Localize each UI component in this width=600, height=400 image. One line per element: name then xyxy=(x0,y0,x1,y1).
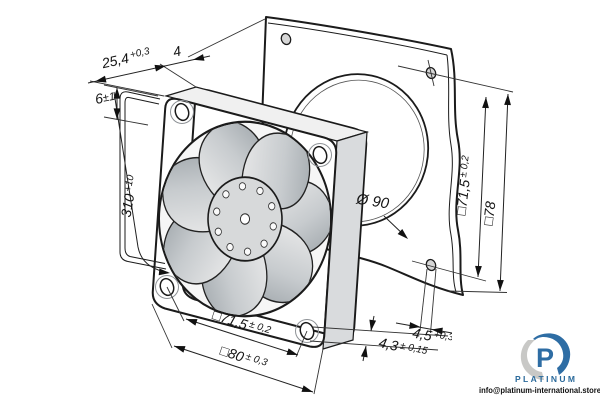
dim-depth-value: 25,4 xyxy=(99,50,130,72)
lead-wire xyxy=(119,91,167,270)
plate-body xyxy=(261,16,464,296)
ext-line xyxy=(411,260,487,282)
dim-arrow xyxy=(113,108,121,120)
dim-hole-pitch-plate-value: □71,5 xyxy=(452,178,472,216)
ext-line xyxy=(447,290,508,293)
ext-line xyxy=(397,65,514,93)
hub-rivet-hole xyxy=(226,243,234,252)
dim-lead-exit-label: 6±1 xyxy=(94,88,116,107)
ext-line xyxy=(313,348,324,395)
dim-arrow xyxy=(496,279,504,292)
dim-arrow xyxy=(192,54,205,64)
dim-lead-exit-tol: ±1 xyxy=(102,91,116,105)
hub-rivet-hole xyxy=(243,247,252,256)
ext-line xyxy=(151,303,173,349)
dim-plate-hole-dia-value: 4,5 xyxy=(411,325,433,344)
dim-hole-pitch-plate-tol: ± 0,2 xyxy=(458,154,472,178)
ext-line xyxy=(312,326,449,337)
dim-flange-offset-label: 4 xyxy=(171,42,182,59)
ext-line xyxy=(430,268,437,334)
dim-arrow xyxy=(360,345,370,358)
logo-swirl-blue xyxy=(533,333,571,375)
plate-hole-bottom-right xyxy=(425,258,437,272)
corner-pad xyxy=(170,100,194,124)
ext-line xyxy=(419,268,428,332)
logo-swirl-gray xyxy=(520,340,544,380)
watermark: P PLATINUM info@platinum-international.s… xyxy=(452,296,600,400)
dim-line-hole-pitch-front xyxy=(185,318,299,356)
plate-hole-top-left xyxy=(280,32,292,46)
hub-rivet-hole xyxy=(256,186,264,195)
watermark-email: info@platinum-international.store xyxy=(479,385,600,395)
dim-arrow xyxy=(504,93,512,106)
dim-lead-length-tol: +10 xyxy=(123,174,137,193)
dim-hole-pitch-plate-label: □71,5± 0,2 xyxy=(452,154,475,216)
dim-arrow xyxy=(367,319,377,332)
dim-lead-exit-value: 6 xyxy=(94,90,105,107)
plate-edge-inner-right xyxy=(446,54,457,293)
dim-frame-size-tol: ± 0,3 xyxy=(244,351,269,369)
dim-cutout-diameter-value: Ø 90 xyxy=(354,190,390,212)
fan-impeller xyxy=(148,116,341,331)
hub-rivet-hole xyxy=(214,227,222,236)
front-hole-top-right xyxy=(312,145,328,165)
dim-plate-hole-dia-tol: +0,3 xyxy=(433,329,455,343)
dim-arrow xyxy=(301,385,315,396)
dim-cutout-diameter-label: Ø 90 xyxy=(354,190,390,212)
dim-flange-offset-value: 4 xyxy=(171,42,182,59)
dim-line-hole-pitch-plate xyxy=(477,96,487,278)
hub-center-hole xyxy=(239,213,251,225)
hub-rivet-hole xyxy=(222,190,230,199)
corner-pad xyxy=(155,275,179,299)
dim-line-depth xyxy=(87,55,211,84)
ext-line xyxy=(103,84,159,97)
ext-line xyxy=(187,18,266,58)
dim-line-plate-hole-dia xyxy=(395,322,453,334)
dimensions: 25,4+0,3 4 6±1 310+10 □71,5± 0,2 □80± 0,… xyxy=(87,18,514,396)
dim-lead-length-value: 310 xyxy=(118,192,138,218)
dim-plate-size-label: □78 xyxy=(480,200,499,226)
dim-arrow xyxy=(474,265,482,278)
dim-arrow xyxy=(482,96,490,109)
ext-line xyxy=(89,80,165,97)
front-hole-top-left xyxy=(174,102,190,122)
dim-frame-size-label: □80± 0,3 xyxy=(218,342,269,373)
ext-line xyxy=(159,63,197,88)
hub-rivet-hole xyxy=(269,222,277,231)
dim-plate-size-value: □78 xyxy=(480,200,499,226)
dim-flange-hole-dia-value: 4,3 xyxy=(377,334,400,354)
dim-depth-tol: +0,3 xyxy=(129,46,151,61)
ext-line xyxy=(309,340,439,351)
dim-arrow xyxy=(172,342,186,353)
dim-depth-label: 25,4+0,3 xyxy=(99,45,152,72)
hub-rivet-hole xyxy=(213,207,221,216)
dim-line-plate-size xyxy=(499,93,509,292)
fan-hub xyxy=(207,176,283,262)
front-frame-face xyxy=(151,97,338,348)
dim-flange-hole-dia-tol: ± 0,15 xyxy=(399,341,429,358)
corner-pad xyxy=(308,143,332,167)
plate-edge-inner-top xyxy=(267,22,448,56)
ext-line xyxy=(295,330,308,358)
hub-rivet-hole xyxy=(238,182,247,191)
logo-p-letter: P xyxy=(536,343,554,373)
ext-line xyxy=(103,116,149,126)
dim-lead-length-label: 310+10 xyxy=(118,173,141,218)
ext-line xyxy=(166,286,185,322)
hub-rivet-hole xyxy=(260,239,268,248)
platinum-logo-icon: P xyxy=(520,333,571,380)
dim-frame-size-value: □80 xyxy=(218,342,246,365)
hub-rivet-hole xyxy=(268,202,276,211)
dim-plate-hole-dia-label: 4,5+0,3 xyxy=(411,325,455,348)
corner-pad xyxy=(295,319,319,343)
dim-line-frame-size xyxy=(173,345,314,393)
watermark-brand: PLATINUM xyxy=(515,374,577,384)
